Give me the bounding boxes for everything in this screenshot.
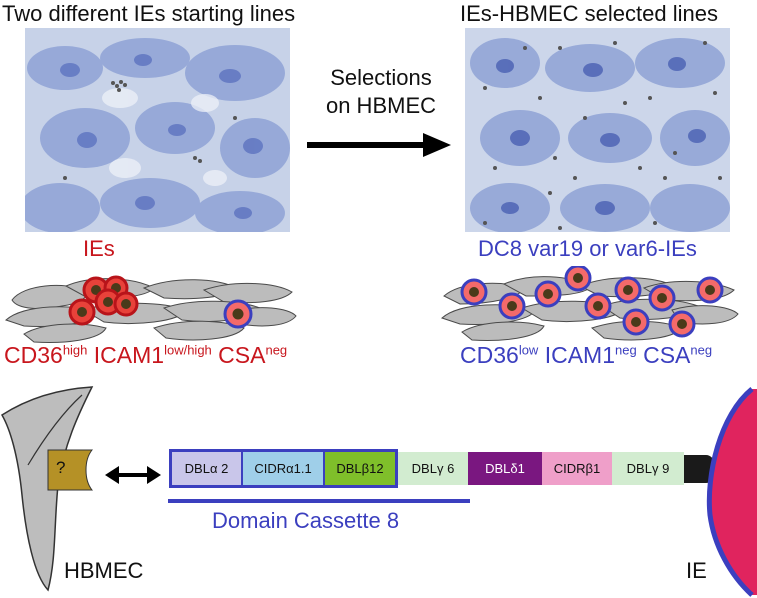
cassette-label: Domain Cassette 8	[212, 508, 400, 533]
unknown-receptor	[47, 449, 94, 491]
left-cell-layer-illustration	[5, 275, 297, 343]
cassette-bracket	[168, 499, 470, 503]
hbmec-cell-shape	[0, 386, 94, 592]
domain-dbld1: DBLδ1	[468, 452, 542, 485]
right-panel-title: IEs-HBMEC selected lines	[460, 1, 718, 26]
right-micrograph	[465, 28, 730, 232]
left-marker-icam1: ICAM1low/high	[87, 342, 212, 368]
hbmec-label: HBMEC	[64, 558, 144, 583]
left-panel-title: Two different IEs starting lines	[2, 1, 296, 26]
ie-label: IE	[686, 558, 707, 583]
right-marker-cd36: CD36low	[460, 342, 539, 368]
ie-membrane-shape	[706, 387, 757, 597]
receptor-question-mark: ?	[56, 458, 66, 477]
arrow-label-line1: Selections	[330, 65, 432, 90]
left-phenotype: CD36high ICAM1low/high CSAneg	[4, 342, 287, 369]
left-panel-label: IEs	[83, 236, 115, 261]
right-marker-csa: CSAneg	[636, 342, 713, 368]
blue-ie-single	[223, 299, 253, 329]
domain-cidrb1: CIDRβ1	[542, 452, 612, 485]
domain-dbla2: DBLα 2	[169, 449, 241, 488]
arrow-label-line2: on HBMEC	[325, 93, 437, 118]
right-panel-label: DC8 var19 or var6-IEs	[478, 236, 697, 261]
left-marker-cd36: CD36high	[4, 342, 88, 368]
right-marker-icam1: ICAM1neg	[538, 342, 637, 368]
right-cell-layer-illustration	[441, 266, 739, 341]
red-ie-cluster	[68, 275, 139, 326]
selection-arrow	[307, 133, 451, 157]
domain-cidra1-1: CIDRα1.1	[241, 449, 323, 488]
domain-dblg6: DBLγ 6	[398, 452, 468, 485]
left-micrograph	[25, 28, 290, 232]
binding-double-arrow	[105, 466, 161, 484]
left-marker-csa: CSAneg	[211, 342, 288, 368]
right-phenotype: CD36low ICAM1neg CSAneg	[460, 342, 712, 369]
domain-dblg9: DBLγ 9	[612, 452, 684, 485]
domain-dblb12: DBLβ12	[323, 449, 398, 488]
